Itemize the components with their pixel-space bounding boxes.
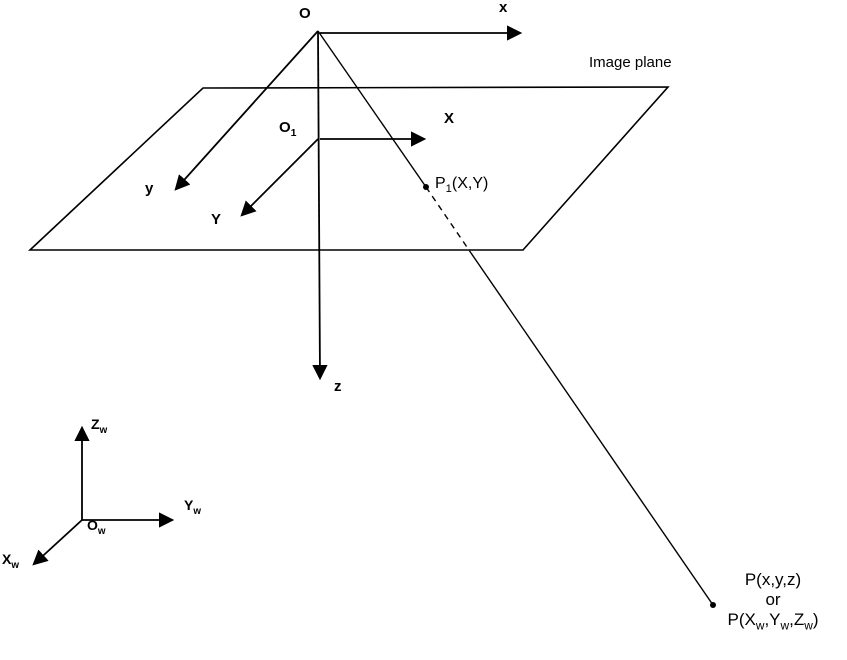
- camera-z-axis-label: z: [334, 378, 342, 395]
- world-x-subscript: w: [11, 559, 19, 571]
- plane-x-axis-label: X: [444, 110, 455, 127]
- projection-ray-dashed: [425, 186, 472, 254]
- p-world-t1: P(X: [727, 610, 756, 629]
- camera-y-axis-label: y: [145, 180, 154, 197]
- plane-y-axis-label: Y: [211, 211, 222, 228]
- projection-ray-lower: [470, 252, 714, 606]
- p-point: [710, 602, 716, 608]
- world-origin-base: O: [87, 517, 98, 533]
- plane-y-axis-arrow: [240, 138, 319, 217]
- camera-x-axis-label: x: [499, 0, 508, 16]
- world-y-axis-label: Yw: [184, 497, 201, 518]
- world-y-subscript: w: [193, 505, 201, 517]
- p-world-t4: ): [812, 610, 819, 629]
- p-label-world-coords: P(Xw,Yw,Zw): [693, 610, 847, 632]
- camera-z-axis-arrow: [312, 30, 328, 381]
- p1-point: [423, 184, 429, 190]
- world-y-base: Y: [184, 497, 194, 513]
- world-x-axis-arrow: [32, 519, 83, 566]
- world-z-base: Z: [91, 416, 100, 432]
- camera-y-axis-arrow: [174, 30, 319, 191]
- p1-label-coords: (X,Y): [451, 175, 489, 192]
- p-world-s2: w: [780, 618, 790, 633]
- world-z-subscript: w: [99, 424, 108, 436]
- p-world-t3: ,Z: [789, 610, 805, 629]
- world-origin-label: Ow: [87, 517, 106, 538]
- p-world-s1: w: [755, 618, 765, 633]
- p-label-or: or: [765, 590, 781, 609]
- plane-origin-label: O1: [279, 119, 297, 140]
- image-plane-label: Image plane: [589, 54, 672, 71]
- world-x-axis-label: Xw: [2, 551, 19, 572]
- plane-origin-subscript: 1: [290, 127, 297, 139]
- p-label-camera-coords: P(x,y,z): [744, 570, 802, 589]
- p-world-s3: w: [804, 618, 813, 633]
- p1-label-base: P: [435, 175, 446, 192]
- world-origin-subscript: w: [97, 525, 106, 537]
- p-point-label: P(x,y,z) or P(Xw,Yw,Zw): [693, 570, 847, 632]
- camera-origin-label: O: [299, 5, 311, 22]
- image-plane-outline: [27, 86, 670, 251]
- projection-ray-upper: [317, 30, 427, 188]
- world-z-axis-label: Zw: [91, 416, 108, 437]
- world-x-base: X: [2, 551, 12, 567]
- p1-label-subscript: 1: [445, 183, 452, 196]
- p1-label: P1(X,Y): [435, 175, 488, 196]
- p-world-t2: ,Y: [764, 610, 781, 629]
- plane-origin-base: O: [279, 119, 291, 136]
